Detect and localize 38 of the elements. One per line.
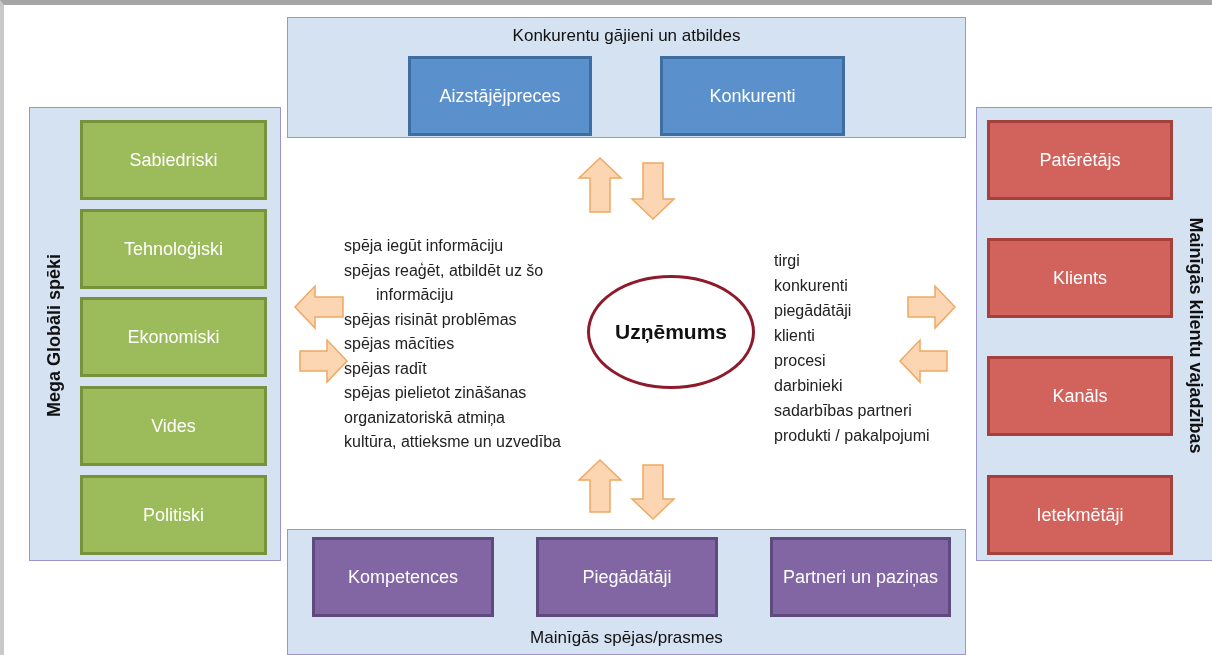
list-item: procesi bbox=[774, 351, 826, 371]
list-item: tirgi bbox=[774, 251, 800, 271]
process-box: Ietekmētāji bbox=[987, 475, 1173, 555]
list-item: spējas mācīties bbox=[344, 334, 456, 354]
list-item: piegādātāji bbox=[774, 301, 852, 321]
list-item: spējas risināt problēmas bbox=[344, 309, 518, 330]
process-box: Politiski bbox=[80, 475, 267, 555]
process-box: Sabiedriski bbox=[80, 120, 267, 200]
ellipse-node: Uzņēmums bbox=[587, 275, 755, 389]
list-item: darbinieki bbox=[774, 376, 843, 396]
process-box: Kompetences bbox=[312, 537, 494, 617]
panel-title: Konkurentu gājieni un atbildes bbox=[511, 26, 742, 46]
list-item: konkurenti bbox=[774, 276, 848, 296]
list-item: sadarbības partneri bbox=[774, 401, 912, 421]
process-box: Partneri un paziņas bbox=[770, 537, 951, 617]
list-item: produkti / pakalpojumi bbox=[774, 426, 930, 446]
panel-title: Mainīgās spējas/prasmes bbox=[529, 628, 724, 648]
group-panel bbox=[287, 17, 966, 138]
list-item: spēja iegūt informāciju bbox=[344, 236, 505, 256]
process-box: Kanāls bbox=[987, 356, 1173, 436]
list-item: spējas pielietot zināšanas bbox=[344, 383, 528, 403]
list-item: kultūra, attieksme un uzvedība bbox=[344, 432, 562, 452]
panel-title: Mainīgās klientu vajadzības bbox=[1184, 216, 1206, 454]
process-box: Konkurenti bbox=[660, 56, 845, 136]
panel-title: Mega Globāli spēki bbox=[43, 253, 65, 417]
list-item: klienti bbox=[774, 326, 815, 346]
process-box: Vides bbox=[80, 386, 267, 466]
process-box: Klients bbox=[987, 238, 1173, 318]
process-box: Ekonomiski bbox=[80, 297, 267, 377]
group-panel bbox=[976, 107, 1212, 561]
list-item: spējas radīt bbox=[344, 358, 428, 379]
group-panel bbox=[29, 107, 281, 561]
process-box: Tehnoloģiski bbox=[80, 209, 267, 289]
list-item: organizatoriskā atmiņa bbox=[344, 407, 506, 428]
process-box: Aizstājējpreces bbox=[408, 56, 592, 136]
process-box: Piegādātāji bbox=[536, 537, 718, 617]
process-box: Patērētājs bbox=[987, 120, 1173, 200]
group-panel bbox=[287, 529, 966, 655]
